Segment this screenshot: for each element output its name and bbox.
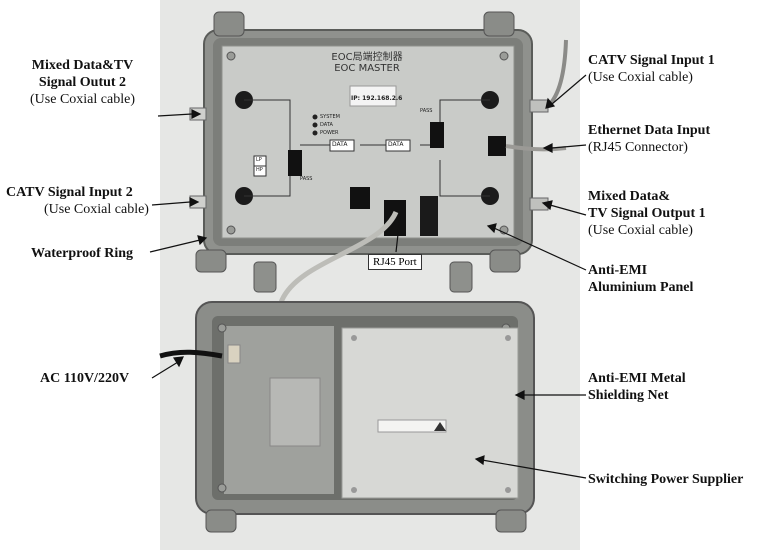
label-catv-input-1-line1: CATV Signal Input 1 [588, 53, 715, 68]
warning-sticker [377, 419, 447, 433]
hinge-left [253, 261, 277, 293]
label-ethernet-input: Ethernet Data Input (RJ45 Connector) [588, 122, 710, 156]
label-catv-input-1-sub: (Use Coxial cable) [588, 70, 693, 85]
panel-title-cn: EOC局端控制器 [331, 52, 403, 63]
status-labels: SYSTEM DATA POWER [320, 113, 340, 137]
pass-label-bottom: PASS [300, 176, 313, 182]
label-shielding-net: Anti-EMI Metal Shielding Net [588, 370, 686, 404]
label-power-supply-text: Switching Power Supplier [588, 472, 744, 487]
pass-label-top: PASS [420, 108, 433, 114]
label-ac-power-text: AC 110V/220V [40, 371, 130, 386]
ac-cable [159, 349, 223, 359]
rj45-port-tag: RJ45 Port [368, 254, 422, 270]
label-catv-input-2-sub: (Use Coxial cable) [44, 202, 149, 217]
label-mixed-output-2-sub: (Use Coxial cable) [30, 92, 135, 107]
aluminium-panel [221, 45, 515, 239]
label-waterproof-ring: Waterproof Ring [31, 245, 133, 262]
label-mixed-output-1: Mixed Data& TV Signal Output 1 (Use Coxi… [588, 188, 706, 239]
label-anti-emi-panel-line2: Aluminium Panel [588, 280, 694, 295]
label-waterproof-ring-text: Waterproof Ring [31, 246, 134, 261]
label-catv-input-2: CATV Signal Input 2 (Use Coxial cable) [6, 184, 149, 218]
label-catv-input-1: CATV Signal Input 1 (Use Coxial cable) [588, 52, 715, 86]
panel-title-en: EOC MASTER [334, 63, 400, 74]
status-system-label: SYSTEM [320, 114, 340, 120]
hp-label: HP [256, 167, 263, 173]
label-anti-emi-panel-line1: Anti-EMI [588, 263, 648, 278]
leader-lines [149, 74, 587, 479]
label-shielding-net-line2: Shielding Net [588, 388, 669, 403]
label-mixed-output-2: Mixed Data&TV Signal Outut 2 (Use Coxial… [10, 57, 155, 108]
label-ethernet-input-sub: (RJ45 Connector) [588, 140, 688, 155]
label-mixed-output-1-line2: TV Signal Output 1 [588, 206, 706, 221]
label-mixed-output-2-line1: Mixed Data&TV [31, 58, 134, 73]
label-catv-input-2-line1: CATV Signal Input 2 [6, 185, 133, 200]
connector-catv1 [529, 99, 549, 113]
label-ac-power: AC 110V/220V [40, 370, 129, 387]
label-anti-emi-panel: Anti-EMI Aluminium Panel [588, 262, 693, 296]
ethernet-cable [505, 144, 567, 152]
status-power-label: POWER [320, 130, 339, 136]
data-label-1: DATA [332, 141, 348, 148]
hinge-right [449, 261, 473, 293]
panel-ip: IP: 192.168.2.6 [351, 95, 403, 102]
label-mixed-output-2-line2: Signal Outut 2 [38, 75, 127, 90]
label-power-supply: Switching Power Supplier [588, 471, 743, 488]
label-mixed-output-1-line1: Mixed Data& [588, 189, 671, 204]
label-mixed-output-1-sub: (Use Coxial cable) [588, 223, 693, 238]
panel-title: EOC局端控制器 EOC MASTER [322, 52, 412, 74]
status-data-label: DATA [320, 122, 333, 128]
label-ethernet-input-line1: Ethernet Data Input [588, 123, 711, 138]
lp-label: LP [256, 157, 262, 163]
data-label-2: DATA [388, 141, 404, 148]
ac-gland [227, 344, 241, 364]
label-shielding-net-line1: Anti-EMI Metal [588, 371, 686, 386]
shielding-net [341, 327, 519, 499]
